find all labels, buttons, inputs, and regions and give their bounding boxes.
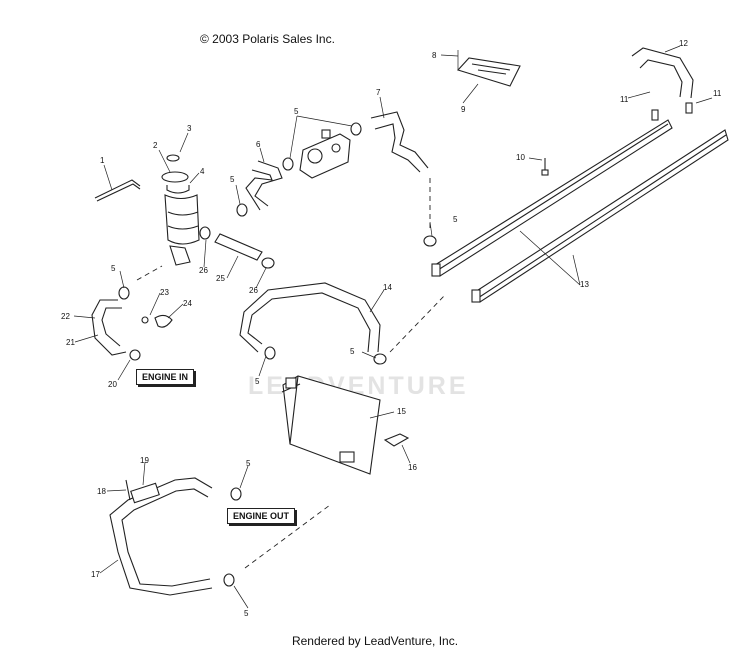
- part-10-bolt[interactable]: [541, 158, 549, 176]
- callout-5e: 5: [350, 347, 355, 356]
- callout-5c: 5: [453, 215, 458, 224]
- callout-12: 12: [679, 39, 688, 48]
- callout-9: 9: [461, 105, 466, 114]
- part-25-hose[interactable]: [214, 233, 263, 261]
- callout-24: 24: [183, 299, 192, 308]
- callout-5h: 5: [244, 609, 249, 618]
- callout-20: 20: [108, 380, 117, 389]
- callout-17: 17: [91, 570, 100, 579]
- part-15-heat-exchanger[interactable]: [281, 375, 381, 475]
- engine-in-label: ENGINE IN: [136, 369, 195, 385]
- callout-3: 3: [187, 124, 192, 133]
- part-16-fitting[interactable]: [383, 433, 410, 447]
- callout-15: 15: [397, 407, 406, 416]
- part-6-hose[interactable]: [254, 160, 283, 207]
- callout-19: 19: [140, 456, 149, 465]
- callout-6: 6: [256, 140, 261, 149]
- callout-5g: 5: [246, 459, 251, 468]
- part-23-washer[interactable]: [141, 316, 149, 324]
- callout-16: 16: [408, 463, 417, 472]
- callout-26b: 26: [249, 286, 258, 295]
- callout-5f: 5: [255, 377, 260, 386]
- callout-5d: 5: [111, 264, 116, 273]
- part-24-clamp[interactable]: [154, 314, 173, 328]
- callout-1: 1: [100, 156, 105, 165]
- callout-10: 10: [516, 153, 525, 162]
- callout-21: 21: [66, 338, 75, 347]
- callout-2: 2: [153, 141, 158, 150]
- part-1-hex-wrench[interactable]: [94, 179, 141, 202]
- callout-23: 23: [160, 288, 169, 297]
- leader-lines: [73, 45, 713, 609]
- callout-13: 13: [580, 280, 589, 289]
- callout-18: 18: [97, 487, 106, 496]
- part-13-rails[interactable]: [431, 102, 729, 303]
- callout-5a: 5: [230, 175, 235, 184]
- callout-5b: 5: [294, 107, 299, 116]
- part-4-reservoir[interactable]: [161, 154, 200, 266]
- callout-11b: 11: [713, 89, 722, 98]
- callout-26a: 26: [199, 266, 208, 275]
- part-7-hose[interactable]: [370, 111, 429, 169]
- hose-clamps[interactable]: [118, 122, 437, 587]
- copyright-text: © 2003 Polaris Sales Inc.: [200, 32, 335, 46]
- callout-numbers: 1 2 3 4 5 5 5 5 5 5 5 5 6 7 8 9 10 11 11…: [61, 39, 722, 618]
- part-9-cover[interactable]: [457, 57, 521, 87]
- part-19-sleeve[interactable]: [130, 482, 160, 504]
- thermostat-housing[interactable]: [299, 129, 351, 179]
- callout-25: 25: [216, 274, 225, 283]
- part-18-tie[interactable]: [125, 479, 131, 501]
- part-12-hose[interactable]: [631, 47, 694, 99]
- part-14-hose[interactable]: [239, 282, 381, 353]
- callout-14: 14: [383, 283, 392, 292]
- callout-7: 7: [376, 88, 381, 97]
- footer-text: Rendered by LeadVenture, Inc.: [291, 634, 459, 648]
- callout-22: 22: [61, 312, 70, 321]
- part-17-hose[interactable]: [109, 477, 213, 596]
- part-21-hose[interactable]: [91, 299, 127, 356]
- callout-11a: 11: [620, 95, 629, 104]
- callout-4: 4: [200, 167, 205, 176]
- engine-out-label: ENGINE OUT: [227, 508, 296, 524]
- callout-8: 8: [432, 51, 437, 60]
